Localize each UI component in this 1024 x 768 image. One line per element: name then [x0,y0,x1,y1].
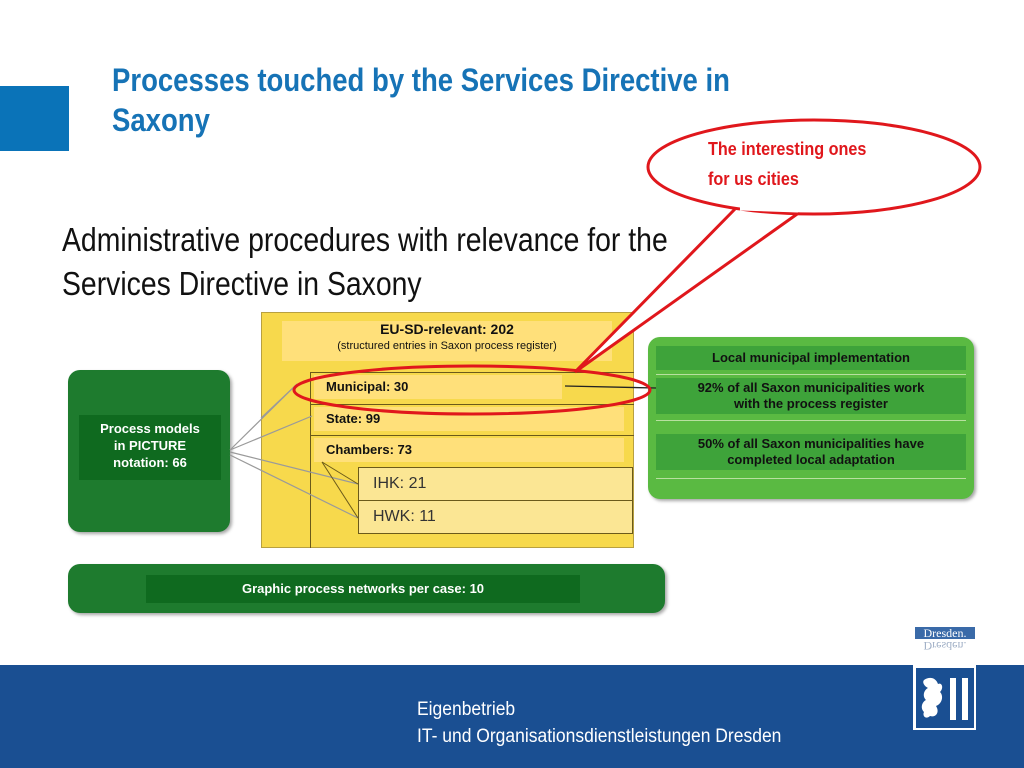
local-adaptation-item: 50% of all Saxon municipalities have com… [656,434,966,470]
callout-gap [739,205,799,213]
divider [310,372,634,373]
bracket-line [321,461,359,485]
dresden-emblem [914,666,976,730]
register-usage-item: 92% of all Saxon municipalities work wit… [656,378,966,414]
process-models-label: Process models in PICTURE notation: 66 [79,415,221,480]
process-networks-label: Graphic process networks per case: 10 [146,575,580,603]
divider [310,404,634,405]
eu-sd-header: EU-SD-relevant: 202 (structured entries … [282,321,612,361]
divider [656,420,966,421]
chambers-row: Chambers: 73 [314,438,624,462]
bar-shape [950,678,956,720]
highlight-ellipse [292,364,652,416]
slide-subtitle: Administrative procedures with relevance… [62,218,784,306]
register-usage-line-2: with the process register [734,396,888,411]
subtitle-line-2: Services Directive in Saxony [62,265,422,302]
bracket-line [321,461,359,519]
connector-line [229,415,313,451]
dresden-logo-reflection: Dresden. [923,639,967,653]
municipal-connector [564,385,657,389]
bar-shape [962,678,968,720]
eu-sd-note: (structured entries in Saxon process reg… [337,340,557,352]
dresden-logo-text: Dresden. [915,627,975,639]
callout-line-2: for us cities [708,169,799,189]
footer-bar [0,665,1024,768]
municipal-row: Municipal: 30 [314,375,562,399]
slide-title: Processes touched by the Services Direct… [112,62,730,138]
ihk-row: IHK: 21 [358,467,633,501]
divider [656,478,966,479]
eu-sd-count: EU-SD-relevant: 202 [380,321,514,337]
register-usage-line-1: 92% of all Saxon municipalities work [697,380,925,395]
callout-text: The interesting ones for us cities [708,134,924,194]
footer-line-2: IT- und Organisationsdienstleistungen Dr… [417,726,782,747]
connector-line [229,451,359,485]
local-implementation-header: Local municipal implementation [656,346,966,370]
local-adaptation-line-2: completed local adaptation [727,452,895,467]
process-models-line-2: in PICTURE [113,438,187,453]
eu-sd-breakdown [310,372,634,548]
process-models-line-3: notation: 66 [113,455,187,470]
accent-square [0,86,69,151]
footer-line-1: Eigenbetrieb [417,699,516,720]
local-adaptation-line-1: 50% of all Saxon municipalities have [697,436,925,451]
hwk-row: HWK: 11 [358,500,633,534]
connector-line [229,454,359,519]
callout-bubble [646,118,982,216]
subtitle-line-1: Administrative procedures with relevance… [62,221,668,258]
divider [656,374,966,375]
connector-line [260,383,298,419]
lion-emblem-icon [921,677,968,720]
callout-pointer [573,207,801,374]
callout-line-1: The interesting ones [708,139,867,159]
divider [310,435,634,436]
lion-shape [921,677,943,718]
process-models-line-1: Process models [100,421,200,436]
